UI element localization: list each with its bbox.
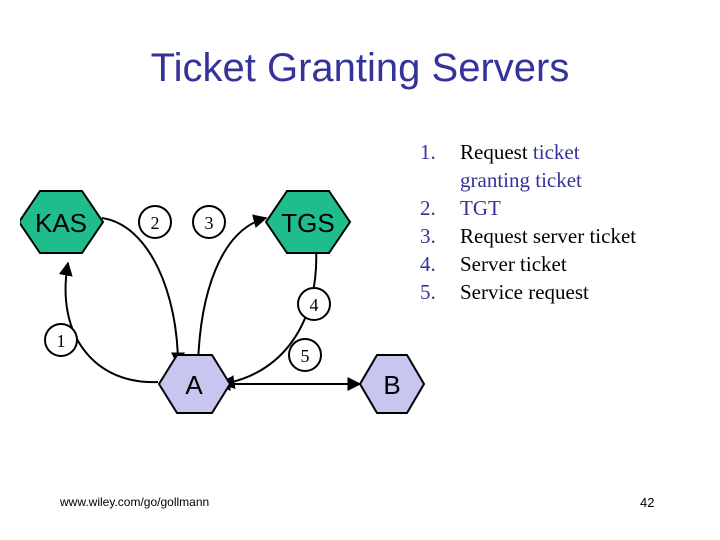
edge-label-2-text: 2	[151, 213, 160, 233]
list-item: 1. Request ticket granting ticket	[420, 138, 710, 194]
edge-label-3-text: 3	[205, 213, 214, 233]
node-b[interactable]: B	[358, 354, 426, 414]
list-item-text-blue-line2: granting ticket	[460, 168, 582, 192]
list-item-number: 1.	[420, 140, 436, 164]
list-item-number: 4.	[420, 252, 436, 276]
edge-label-5-text: 5	[301, 346, 310, 366]
node-kas-shape	[20, 190, 105, 254]
list-item-text: Service request	[460, 278, 710, 306]
edge-label-4-text: 4	[310, 295, 319, 315]
edge-3-path	[197, 214, 268, 366]
edge-label-1-text: 1	[57, 331, 66, 351]
list-item-text: Request ticket granting ticket	[460, 138, 710, 194]
edge-label-5: 5	[288, 338, 322, 372]
list-item-number: 5.	[420, 280, 436, 304]
list-item-text-blue: ticket	[532, 140, 580, 164]
steps-list: 1. Request ticket granting ticket 2. TGT…	[420, 138, 710, 306]
node-a[interactable]: A	[157, 354, 232, 414]
list-item-text-blue: TGT	[460, 196, 501, 220]
list-item-number: 3.	[420, 224, 436, 248]
protocol-diagram: KAS TGS A B 1	[20, 185, 440, 425]
node-kas[interactable]: KAS	[20, 190, 105, 254]
footer-page-number: 42	[640, 495, 655, 510]
edge-label-1: 1	[44, 323, 78, 357]
node-kas-label: KAS	[35, 208, 87, 238]
list-item-text: Server ticket	[460, 250, 710, 278]
list-item-text: Request server ticket	[460, 222, 710, 250]
list-item-text: TGT	[460, 194, 710, 222]
edge-label-3: 3	[192, 205, 226, 239]
edge-2-path	[101, 217, 185, 367]
list-item-text-black: Service request	[460, 280, 589, 304]
page-title: Ticket Granting Servers	[150, 46, 570, 90]
list-item-number: 2.	[420, 196, 436, 220]
list-item-text-black: Server ticket	[460, 252, 567, 276]
edge-1-path	[58, 261, 159, 384]
list-item-text-black: Request server ticket	[460, 224, 637, 248]
list-item-text-black: Request	[460, 140, 533, 164]
node-a-shape	[157, 354, 232, 414]
list-item: 4. Server ticket	[420, 250, 710, 278]
node-tgs-label: TGS	[281, 208, 334, 238]
node-a-label: A	[185, 370, 203, 400]
list-item: 3. Request server ticket	[420, 222, 710, 250]
footer-url[interactable]: www.wiley.com/go/gollmann	[60, 495, 210, 509]
edge-label-4: 4	[297, 287, 331, 321]
node-tgs-shape	[264, 190, 352, 254]
list-item: 2. TGT	[420, 194, 710, 222]
node-b-shape	[358, 354, 426, 414]
node-tgs[interactable]: TGS	[264, 190, 352, 254]
edge-label-2: 2	[138, 205, 172, 239]
node-b-label: B	[383, 370, 400, 400]
list-item: 5. Service request	[420, 278, 710, 306]
